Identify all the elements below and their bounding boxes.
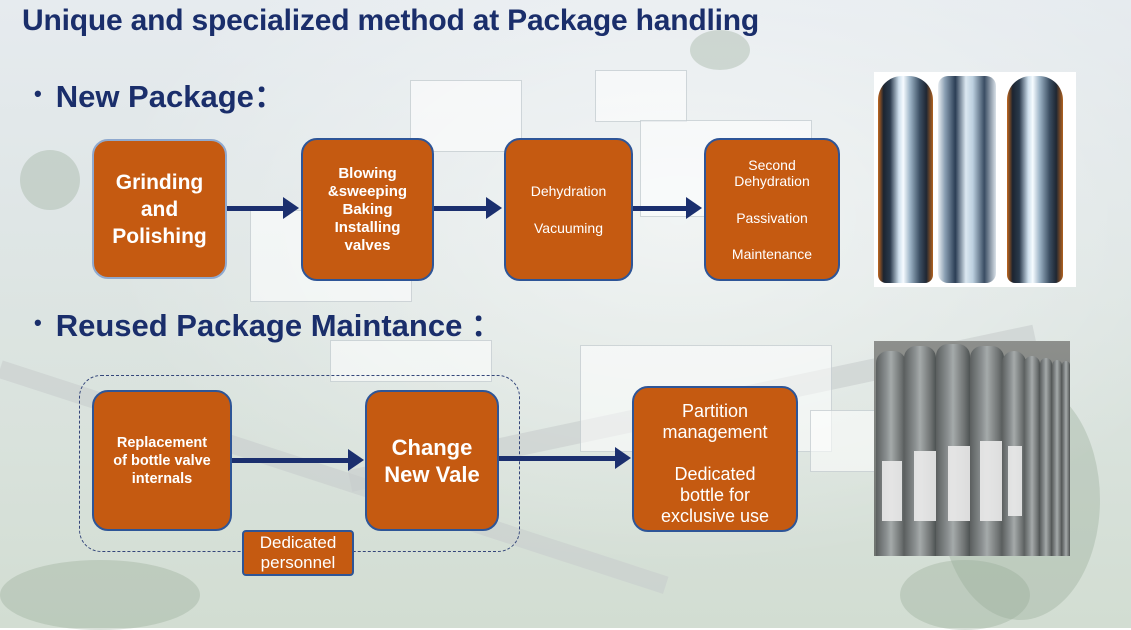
step-line: bottle for: [679, 485, 751, 505]
flow-arrow-icon: [434, 197, 502, 219]
step-dehydration-vacuuming: Dehydration Vacuuming: [504, 138, 633, 281]
bullet-icon: •: [34, 80, 42, 106]
step-partition-management: Partition management Dedicated bottle fo…: [632, 386, 798, 532]
step-replace-valve-internals: Replacement of bottle valve internals: [92, 390, 232, 531]
step-change-new-valve: Change New Vale: [365, 390, 499, 531]
cylinder-label: [980, 441, 1002, 521]
cylinder-image: [1062, 361, 1070, 556]
step-line: exclusive use: [660, 506, 770, 526]
step-line: Dehydration: [530, 183, 607, 200]
step-blowing-baking-valves: Blowing &sweeping Baking Installing valv…: [301, 138, 434, 281]
cylinder-image: [1024, 356, 1040, 556]
step-line: Replacement: [116, 434, 208, 451]
cylinder-image: [878, 76, 933, 283]
section-reused-package: • Reused Package Maintance ：: [34, 300, 502, 345]
step-line: Change: [391, 434, 473, 460]
step-line: Polishing: [112, 224, 207, 248]
flow-arrow-icon: [499, 447, 631, 469]
step-line: Second: [748, 157, 796, 174]
step-line: Baking: [342, 200, 393, 218]
step-passivation-maintenance: Second Dehydration Passivation Maintenan…: [704, 138, 840, 281]
step-line: personnel: [260, 553, 336, 572]
step-line: Dedicated: [674, 464, 756, 484]
cylinder-label: [914, 451, 936, 521]
bullet-icon: •: [34, 309, 42, 335]
step-line: Passivation: [736, 209, 808, 226]
step-line: Dedicated: [259, 533, 337, 552]
step-line: of bottle valve: [113, 452, 211, 469]
flow-arrow-icon: [633, 197, 702, 219]
step-line: &sweeping: [327, 182, 408, 200]
step-grinding-polishing: Grinding and Polishing: [92, 139, 227, 279]
cylinder-image: [876, 351, 906, 556]
step-line: management: [662, 422, 768, 442]
flow-arrow-icon: [227, 197, 299, 219]
section-reused-package-label: Reused Package Maintance ：: [55, 308, 502, 343]
cylinder-image: [1007, 76, 1063, 283]
section-new-package: • New Package：: [34, 71, 285, 116]
cylinder-label: [1008, 446, 1022, 516]
cylinder-label: [882, 461, 902, 521]
step-line: Dehydration: [734, 173, 810, 190]
step-line: Partition: [681, 401, 749, 421]
section-new-package-label: New Package：: [55, 79, 285, 114]
cylinder-image: [1052, 360, 1062, 556]
step-gap: [661, 443, 769, 464]
step-gap: [732, 190, 812, 210]
step-line: internals: [131, 470, 193, 487]
cylinder-label: [948, 446, 970, 521]
step-line: Maintenance: [731, 245, 813, 262]
cylinder-image: [938, 76, 996, 283]
step-line: Vacuuming: [533, 219, 603, 236]
step-line: Installing: [334, 218, 401, 236]
step-line: Grinding: [115, 170, 204, 194]
dedicated-personnel-label: Dedicated personnel: [242, 530, 354, 576]
cylinder-image: [1040, 358, 1052, 556]
step-line: valves: [344, 236, 391, 254]
step-line: and: [140, 197, 179, 221]
page-title: Unique and specialized method at Package…: [22, 4, 760, 37]
step-gap: [531, 200, 607, 220]
step-line: Blowing: [338, 164, 397, 182]
step-gap: [732, 226, 812, 246]
gas-cylinders-photo: [874, 341, 1070, 556]
step-line: New Vale: [384, 461, 480, 487]
polished-cylinders-photo: [874, 72, 1076, 287]
flow-arrow-icon: [232, 449, 364, 471]
